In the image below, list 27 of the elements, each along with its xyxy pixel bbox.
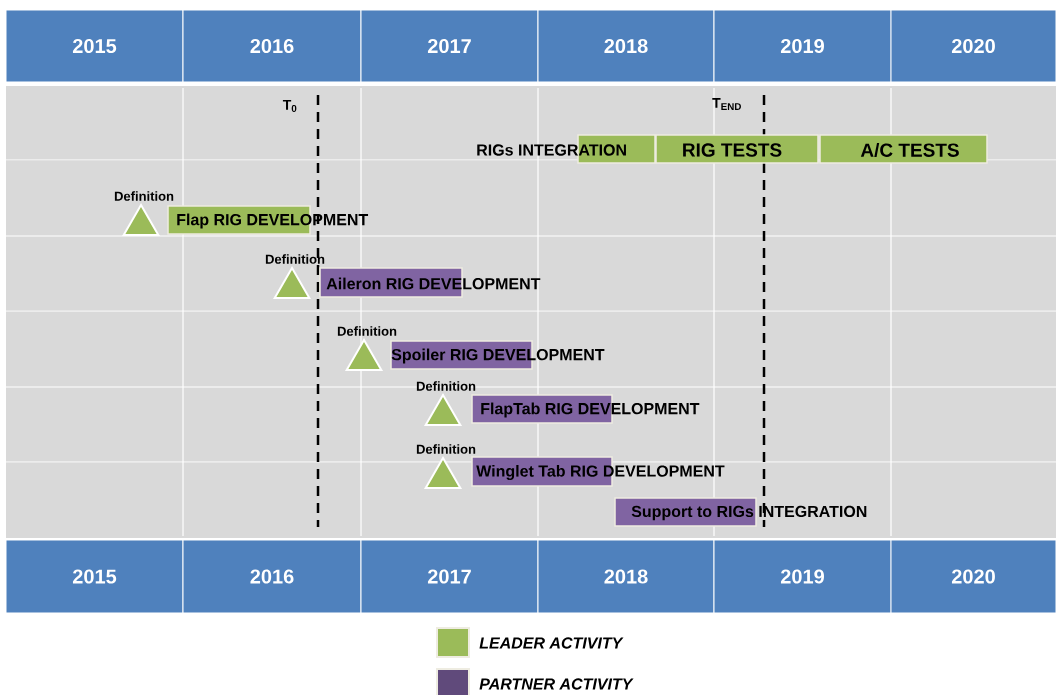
year-header-cell: 2015 xyxy=(5,9,184,83)
year-header-cell: 2020 xyxy=(890,9,1056,83)
year-header-cell: 2018 xyxy=(537,539,715,614)
legend-label: PARTNER ACTIVITY xyxy=(479,678,634,690)
milestone-label: Definition xyxy=(114,191,174,201)
year-header-cell: 2019 xyxy=(713,9,892,83)
activity-bar: FlapTab RIG DEVELOPMENT xyxy=(471,394,700,424)
milestone-name: T$_{0}$ xyxy=(282,100,297,112)
legend-label: LEADER ACTIVITY xyxy=(479,637,624,649)
year-header-cell: 2016 xyxy=(182,539,362,614)
activity-bar: Aileron RIG DEVELOPMENT xyxy=(319,267,541,298)
activity-bar: Spoiler RIG DEVELOPMENT xyxy=(390,340,605,370)
year-header-cell: 2016 xyxy=(182,9,362,83)
year-header-cell: 2017 xyxy=(360,9,539,83)
milestone-label: Definition xyxy=(265,254,325,264)
milestone-label: Definition xyxy=(337,326,397,336)
year-header-cell: 2018 xyxy=(537,9,715,83)
activity-bar: Support to RIGs INTEGRATION xyxy=(614,497,867,527)
milestone-label: Definition xyxy=(416,381,476,391)
year-header-cell: 2015 xyxy=(5,539,184,614)
year-header-cell: 2020 xyxy=(890,539,1056,614)
year-header-cell: 2019 xyxy=(713,539,892,614)
activity-bar: Winglet Tab RIG DEVELOPMENT xyxy=(471,456,725,487)
milestone-label: Definition xyxy=(416,444,476,454)
activity-bar: A/C TESTS xyxy=(819,134,988,164)
year-header-cell: 2017 xyxy=(360,539,539,614)
milestone-name: T$_{END}$ xyxy=(712,98,741,110)
